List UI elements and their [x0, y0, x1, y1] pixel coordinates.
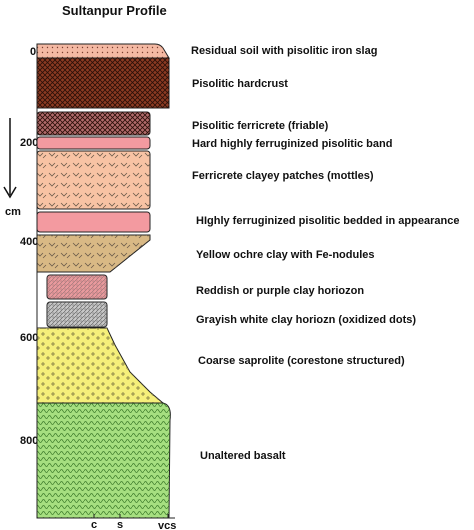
grain-size-axis: c s vcs: [37, 514, 176, 530]
depth-unit-label: cm: [5, 206, 21, 218]
layer-ferricrete-clayey-patches-pattern: [37, 151, 150, 209]
depth-tick-800: 800: [20, 435, 38, 447]
grain-label-vcs: vcs: [158, 520, 176, 530]
label-ferricrete-clayey: Ferricrete clayey patches (mottles): [192, 170, 374, 182]
profile-column: [36, 43, 171, 519]
label-yellow-ochre-clay: Yellow ochre clay with Fe-nodules: [196, 249, 375, 261]
label-pisolitic-ferricrete: Pisolitic ferricrete (friable): [192, 120, 329, 132]
layer-coarse-saprolite-pattern: [37, 328, 163, 403]
label-pisolitic-hardcrust: Pisolitic hardcrust: [192, 78, 288, 90]
layer-yellow-ochre-clay-pattern: [37, 235, 150, 272]
layer-labels: Residual soil with pisolitic iron slag P…: [191, 45, 459, 462]
grain-label-s: s: [117, 519, 123, 530]
layer-hard-ferruginized-band: [36, 136, 151, 150]
label-grayish-white-clay: Grayish white clay horiozn (oxidized dot…: [196, 314, 416, 326]
depth-arrow-icon: [3, 118, 17, 199]
depth-tick-0: 0: [30, 46, 36, 58]
label-coarse-saprolite: Coarse saprolite (corestone structured): [198, 355, 405, 367]
label-unaltered-basalt: Unaltered basalt: [200, 450, 286, 462]
layer-reddish-clay-pattern: [47, 275, 107, 299]
depth-tick-200: 200: [20, 137, 38, 149]
label-reddish-clay: Reddish or purple clay horiozon: [196, 285, 364, 297]
depth-tick-600: 600: [20, 332, 38, 344]
depth-axis: 0 200 400 600 800 cm: [3, 46, 38, 447]
grain-label-c: c: [91, 519, 97, 530]
layer-pisolitic-ferricrete-pattern: [37, 112, 150, 135]
label-hard-ferruginized-band: Hard highly ferruginized pisolitic band: [192, 138, 392, 150]
diagram-title: Sultanpur Profile: [62, 3, 167, 18]
label-residual-soil: Residual soil with pisolitic iron slag: [191, 45, 377, 57]
layer-highly-ferruginized-bedded: [36, 211, 151, 233]
layer-unaltered-basalt-pattern: [37, 403, 171, 518]
label-highly-ferruginized: HIghly ferruginized pisolitic bedded in …: [196, 215, 459, 227]
depth-tick-400: 400: [20, 236, 38, 248]
layer-pisolitic-hardcrust-pattern: [37, 58, 169, 108]
layer-residual-soil-pattern: [37, 44, 169, 58]
layer-grayish-white-clay-pattern: [47, 302, 107, 327]
